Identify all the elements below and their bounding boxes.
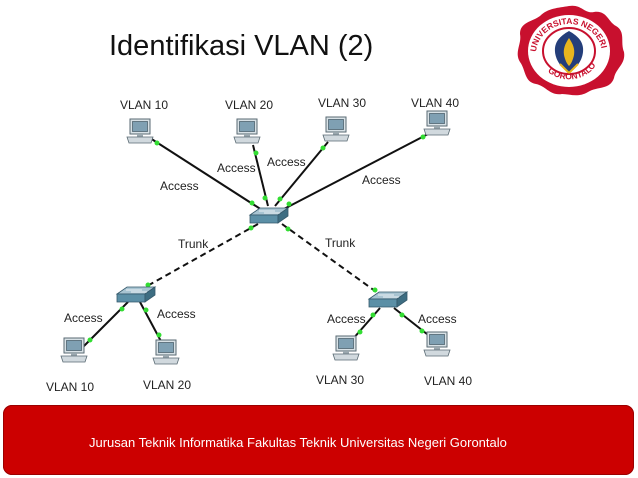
link-label-access-6: Access (157, 307, 196, 321)
footer-text: Jurusan Teknik Informatika Fakultas Tekn… (89, 435, 507, 450)
link-label-trunk-right: Trunk (325, 236, 356, 250)
pc-vlan10-top (126, 118, 154, 144)
pc-label-vlan30-top: VLAN 30 (318, 96, 366, 110)
pc-label-vlan20-bottom: VLAN 20 (143, 378, 191, 392)
trunk-link-right (281, 223, 383, 297)
pc-vlan40-bottom (423, 331, 451, 357)
pc-vlan20-bottom (152, 339, 180, 365)
link-label-access-7: Access (327, 312, 366, 326)
switch-left (116, 286, 156, 303)
pc-vlan30-bottom (332, 335, 360, 361)
link-pc4-sw (281, 132, 431, 211)
pc-vlan40-top (423, 110, 451, 136)
trunk-link-left (139, 223, 259, 291)
pc-label-vlan40-bottom: VLAN 40 (424, 374, 472, 388)
pc-label-vlan10-bottom: VLAN 10 (46, 380, 94, 394)
pc-label-vlan40-top: VLAN 40 (411, 96, 459, 110)
pc-vlan10-bottom (60, 337, 88, 363)
core-switch (249, 207, 289, 224)
link-swr-pc7 (351, 307, 381, 341)
slide-title: Identifikasi VLAN (2) (109, 30, 374, 62)
pc-label-vlan10-top: VLAN 10 (120, 98, 168, 112)
footer-banner: Jurusan Teknik Informatika Fakultas Tekn… (3, 405, 634, 475)
link-label-access-5: Access (64, 311, 103, 325)
link-pc3-sw (274, 141, 329, 207)
link-label-access-2: Access (217, 161, 256, 175)
link-label-access-4: Access (362, 173, 401, 187)
link-pc1-sw (149, 137, 263, 211)
link-label-access-1: Access (160, 179, 199, 193)
link-label-access-3: Access (267, 155, 306, 169)
switch-right (368, 291, 408, 308)
link-label-access-8: Access (418, 312, 457, 326)
link-status-dots (87, 134, 426, 343)
link-label-trunk-left: Trunk (178, 237, 209, 251)
pc-label-vlan30-bottom: VLAN 30 (316, 373, 364, 387)
link-swr-pc8 (393, 307, 433, 339)
pc-vlan30-top (322, 116, 350, 142)
pc-label-vlan20-top: VLAN 20 (225, 98, 273, 112)
pc-vlan20-top (233, 118, 261, 144)
university-logo: UNIVERSITAS NEGERI GORONTALO (512, 2, 626, 98)
